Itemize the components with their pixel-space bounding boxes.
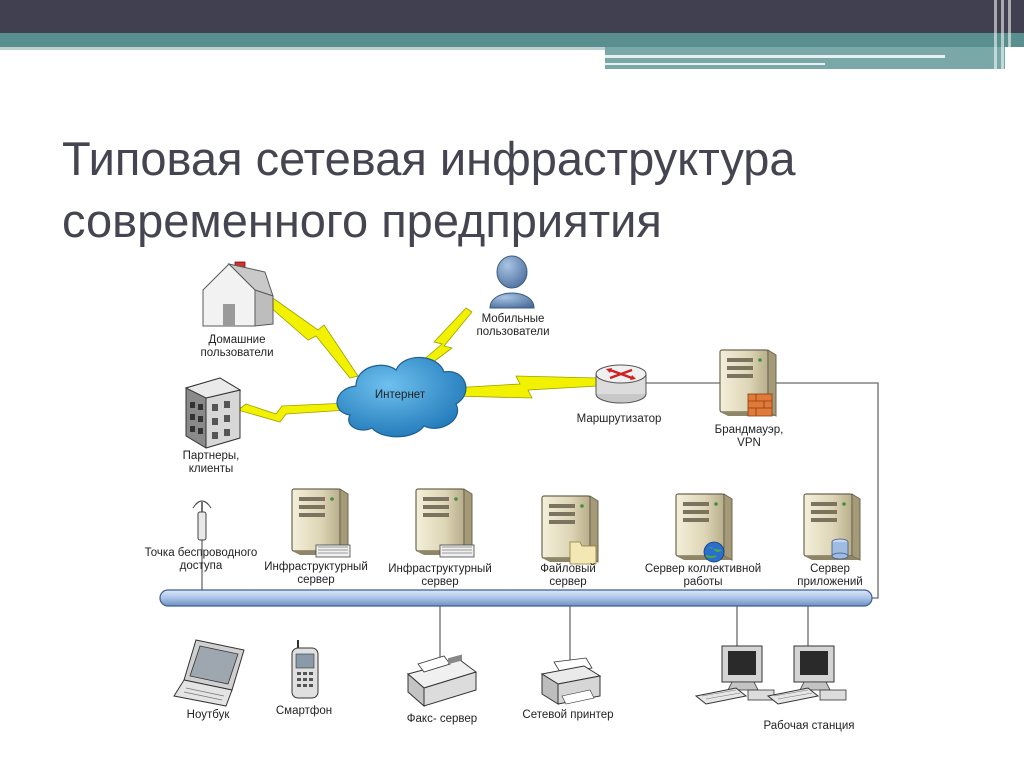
laptop-icon — [173, 639, 245, 707]
house-icon — [202, 261, 274, 327]
server-icon — [415, 488, 475, 558]
phone-icon — [291, 640, 319, 699]
fax-server-label: Факс- сервер — [406, 713, 478, 725]
user-icon — [489, 255, 535, 309]
collab-server-label: Сервер коллективной работы — [644, 563, 762, 588]
workstation-icon — [766, 645, 847, 705]
fax-icon — [406, 654, 478, 708]
infra-server-1-label: Инфраструктурный сервер — [264, 561, 368, 586]
app-server-label: Сервер приложений — [797, 563, 863, 588]
internet-label: Интернет — [374, 389, 426, 401]
router-label: Маршрутизатор — [576, 413, 662, 425]
firewall-label: Брандмауэр, VPN — [714, 424, 784, 449]
smartphone-label: Смартфон — [275, 705, 333, 717]
wireless-ap-label: Точка беспроводного доступа — [144, 547, 258, 572]
lightning-home — [261, 295, 359, 379]
network-printer-label: Сетевой принтер — [522, 709, 614, 721]
firewall-server-icon — [719, 349, 777, 417]
slide-title-line-1: Типовая сетевая инфраструктура — [62, 132, 796, 185]
router-icon — [595, 364, 647, 404]
slide-title: Типовая сетевая инфраструктура современн… — [62, 128, 962, 252]
office-building-icon — [184, 377, 242, 449]
cloud-icon — [336, 356, 467, 438]
infra-server-2-label: Инфраструктурный сервер — [388, 563, 492, 588]
database-server-icon — [803, 493, 861, 561]
antenna-icon — [192, 500, 212, 541]
wireless-links — [237, 295, 599, 423]
slide-title-line-2: современного предприятия — [62, 194, 662, 247]
server-icon — [291, 488, 351, 558]
lightning-partners — [237, 402, 349, 423]
globe-server-icon — [675, 493, 733, 563]
network-bus — [159, 589, 873, 607]
workstation-label: Рабочая станция — [763, 720, 855, 732]
workstation-icon — [694, 645, 775, 705]
home-users-label: Домашние пользователи — [200, 334, 274, 359]
partners-label: Партнеры, клиенты — [182, 450, 240, 475]
file-server-label: Файловый сервер — [540, 563, 596, 588]
slide-header-decoration — [0, 0, 1024, 70]
file-server-icon — [541, 495, 599, 565]
lightning-router — [451, 375, 599, 399]
printer-icon — [540, 657, 602, 705]
mobile-users-label: Мобильные пользователи — [476, 313, 550, 338]
laptop-label: Ноутбук — [186, 709, 230, 721]
